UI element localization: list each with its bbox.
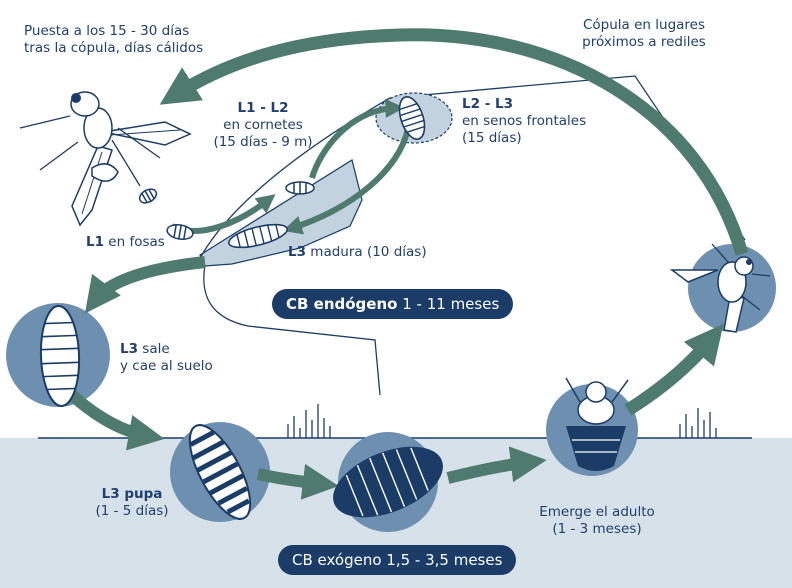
l1-larva-nose	[166, 223, 194, 241]
cornet-to-sinus-arrow	[309, 98, 405, 179]
l2-l3-line-1: en senos frontales	[462, 113, 587, 129]
l2-l3-stage: L2 - L3	[462, 96, 513, 112]
l1-l2-stage: L1 - L2	[237, 100, 289, 116]
adult-emerges-line-2: (1 - 3 meses)	[552, 521, 642, 537]
l3-pupa-line-2: (1 - 5 días)	[95, 503, 169, 519]
oviposition-line-2: tras la cópula, días cálidos	[24, 40, 204, 56]
l3-sinus-larva	[398, 96, 426, 140]
exogenous-cycle-badge: CB exógeno 1,5 - 3,5 meses	[278, 545, 517, 575]
endogenous-cycle-badge: CB endógeno 1 - 11 meses	[272, 289, 514, 319]
l2-l3-label: L2 - L3 en senos frontales (15 días)	[462, 96, 586, 147]
oviposition-line-1: Puesta a los 15 - 30 días	[24, 23, 190, 39]
mating-line-1: Cópula en lugares	[582, 17, 706, 33]
l3-mature-text: madura (10 días)	[306, 244, 427, 260]
l1-l2-label: L1 - L2 en cornetes (15 días - 9 m)	[198, 100, 328, 151]
l3-exit-label: L3 sale y cae al suelo	[120, 341, 213, 375]
l3-mature-larva	[228, 223, 288, 249]
pupa-puparium	[333, 446, 443, 518]
l2-larva	[285, 181, 315, 195]
adult-emerges-line-1: Emerge el adulto	[539, 504, 655, 520]
grass-right	[679, 408, 717, 438]
l1-stage: L1	[86, 234, 104, 250]
l3-pupa-stage: L3 pupa	[101, 486, 163, 502]
grass-left	[287, 404, 331, 438]
l3-pupa-label: L3 pupa (1 - 5 días)	[80, 486, 184, 520]
oviposition-label: Puesta a los 15 - 30 días tras la cópula…	[24, 23, 203, 57]
adult-fly-right	[669, 243, 771, 333]
l1-l2-line-2: (15 días - 9 m)	[213, 134, 313, 150]
emerging-adult	[565, 377, 629, 471]
l3-mature-stage: L3	[288, 244, 306, 260]
head-outline	[199, 75, 746, 259]
emergence-arrow	[624, 323, 724, 416]
maturation-arrow	[446, 446, 547, 484]
adult-emerges-label: Emerge el adulto (1 - 3 meses)	[532, 504, 662, 538]
l1-larva	[138, 188, 158, 204]
l2-l3-line-2: (15 días)	[462, 130, 522, 146]
l3-exit-text: sale	[138, 341, 170, 357]
mating-line-2: próximos a rediles	[582, 34, 706, 50]
l1-text: en fosas	[104, 234, 165, 250]
nose-exit-arrow	[84, 256, 206, 314]
endogenous-duration: 1 - 11 meses	[397, 295, 500, 313]
exogenous-title: CB exógeno 1,5 - 3,5 meses	[292, 551, 503, 569]
fall-to-ground-arrow	[68, 390, 165, 451]
mating-label: Cópula en lugares próximos a rediles	[574, 17, 714, 51]
l3-pupa-larva	[188, 424, 252, 520]
sinus-to-cornet-arrow	[282, 127, 411, 235]
pupation-arrow	[256, 463, 339, 500]
l3-exit-line-2: y cae al suelo	[120, 358, 213, 374]
l1-l2-line-1: en cornetes	[223, 117, 303, 133]
l3-mature-label: L3 madura (10 días)	[288, 244, 427, 261]
jaw-outline	[203, 264, 381, 396]
l3-falling-larva	[39, 305, 81, 407]
mating-to-laying-arrow	[159, 28, 749, 256]
l1-label: L1 en fosas	[86, 234, 165, 251]
adult-fly-left	[19, 91, 192, 227]
l3-exit-stage: L3	[120, 341, 138, 357]
endogenous-title: CB endógeno	[286, 295, 398, 313]
